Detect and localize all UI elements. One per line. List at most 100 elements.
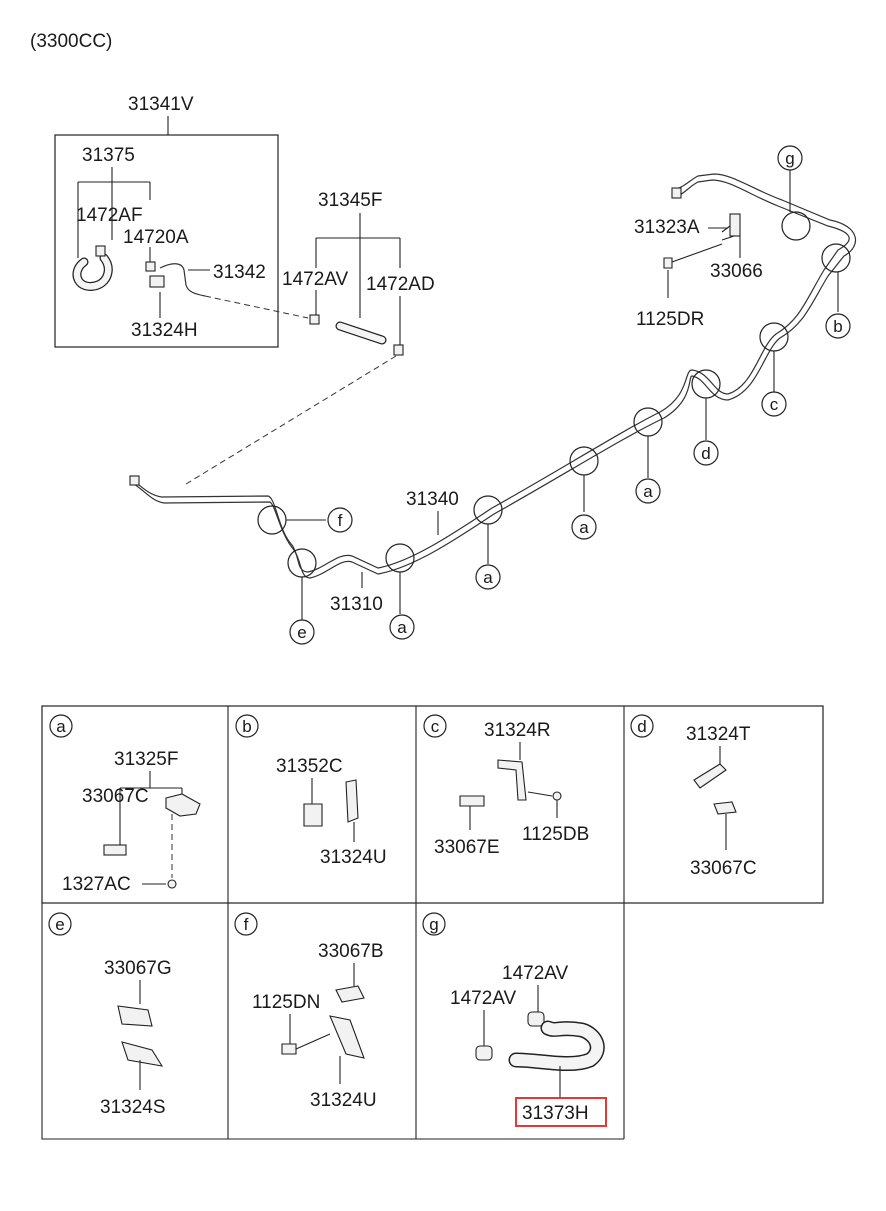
panel-a-31325F[interactable]: 31325F <box>114 749 178 770</box>
panel-c-letter: c <box>431 717 440 736</box>
panel-e-letter: e <box>55 915 64 934</box>
callout-b[interactable] <box>825 313 851 339</box>
callout-a1-letter: a <box>397 618 407 637</box>
callout-c-letter: c <box>770 395 779 414</box>
panel-b: b 31352C 31324U <box>235 714 387 868</box>
panel-g-31373H[interactable]: 31373H <box>522 1103 589 1124</box>
panel-d-31324T[interactable]: 31324T <box>686 724 751 745</box>
panel-g-hose[interactable] <box>508 1020 605 1072</box>
panel-d: d 31324T 33067C <box>630 714 757 879</box>
callout-a1[interactable] <box>389 614 415 640</box>
panel-a-33067C[interactable]: 33067C <box>82 786 149 807</box>
label-31341V[interactable]: 31341V <box>128 94 194 115</box>
callout-d[interactable] <box>693 440 719 466</box>
panel-d-33067C[interactable]: 33067C <box>690 858 757 879</box>
label-33066[interactable]: 33066 <box>710 261 763 282</box>
callout-e[interactable] <box>289 619 315 645</box>
panel-b-31352C[interactable]: 31352C <box>276 756 343 777</box>
panel-c-31324R[interactable]: 31324R <box>484 720 551 741</box>
label-1472AD[interactable]: 1472AD <box>366 274 435 295</box>
panel-e-33067G[interactable]: 33067G <box>104 958 172 979</box>
callout-a3-letter: a <box>579 518 589 537</box>
detail-a3 <box>569 446 599 476</box>
panel-c-bolt[interactable] <box>552 791 562 801</box>
panel-c-33067E[interactable]: 33067E <box>434 837 500 858</box>
clamp-14720A[interactable] <box>145 261 156 272</box>
detail-d <box>691 369 721 399</box>
label-31324H[interactable]: 31324H <box>131 320 198 341</box>
label-1472AF[interactable]: 1472AF <box>76 205 143 226</box>
detail-g <box>781 211 811 241</box>
detail-b <box>821 243 851 273</box>
panel-b-clip[interactable] <box>303 803 323 827</box>
panel-c: c 31324R 1125DB 33067E <box>423 714 589 858</box>
panel-f: f 33067B 1125DN 31324U <box>234 912 384 1111</box>
callout-g-letter: g <box>785 149 794 168</box>
main-tube-route[interactable] <box>129 173 857 579</box>
connector-left <box>129 475 140 486</box>
panel-c-bracket[interactable] <box>497 759 527 801</box>
clamp-1472AD[interactable] <box>393 344 404 356</box>
panel-a-clip[interactable] <box>103 844 127 856</box>
panel-f-1125DN[interactable]: 1125DN <box>252 992 320 1013</box>
panel-d-clip[interactable] <box>713 801 737 815</box>
panel-a-letter: a <box>56 717 66 736</box>
detail-grid <box>41 705 824 1140</box>
engine-label: (3300CC) <box>30 31 112 52</box>
panel-b-bracket[interactable] <box>345 779 359 823</box>
panel-c-clip[interactable] <box>459 795 485 807</box>
panel-a-bracket[interactable] <box>165 793 201 817</box>
panel-e-bracket[interactable] <box>121 1041 164 1067</box>
callout-f-letter: f <box>338 511 343 530</box>
label-31340[interactable]: 31340 <box>406 489 459 510</box>
tube-31342[interactable] <box>159 263 206 297</box>
panel-f-bracket[interactable] <box>329 1015 365 1059</box>
panel-c-1125DB[interactable]: 1125DB <box>522 824 589 845</box>
clamp-1472AF[interactable] <box>95 245 106 257</box>
panel-a-nut[interactable] <box>167 879 177 889</box>
detail-e <box>287 548 317 578</box>
label-14720A[interactable]: 14720A <box>123 227 189 248</box>
label-31310[interactable]: 31310 <box>330 594 383 615</box>
label-31323A[interactable]: 31323A <box>634 217 700 238</box>
panel-e-clip[interactable] <box>117 1005 153 1027</box>
hose-31375[interactable] <box>72 253 113 291</box>
label-31375[interactable]: 31375 <box>82 145 135 166</box>
callout-f[interactable] <box>327 507 353 533</box>
clamp-1472AV-top[interactable] <box>309 314 320 325</box>
bracket-31324H[interactable] <box>149 275 165 288</box>
label-31345F[interactable]: 31345F <box>318 190 382 211</box>
label-31342[interactable]: 31342 <box>213 262 266 283</box>
callout-a4[interactable] <box>635 478 661 504</box>
label-1472AV-top[interactable]: 1472AV <box>282 269 349 290</box>
callout-d-letter: d <box>701 444 710 463</box>
callout-g[interactable] <box>777 145 803 171</box>
panel-g-highlight-box <box>515 1097 607 1127</box>
panel-f-clip[interactable] <box>335 985 365 1003</box>
bracket-31323A[interactable] <box>729 213 741 237</box>
callout-a4-letter: a <box>643 482 653 501</box>
panel-b-31324U[interactable]: 31324U <box>320 847 387 868</box>
panel-g-1472AV-b[interactable]: 1472AV <box>450 988 517 1009</box>
callout-c[interactable] <box>761 391 787 417</box>
panel-g-clamp-a[interactable] <box>527 1011 545 1027</box>
detail-a2 <box>473 495 503 525</box>
callout-a3[interactable] <box>571 514 597 540</box>
panel-g-1472AV-a[interactable]: 1472AV <box>502 963 569 984</box>
panel-d-bracket[interactable] <box>693 763 727 789</box>
panel-a-1327AC[interactable]: 1327AC <box>62 874 131 895</box>
callout-a2[interactable] <box>475 564 501 590</box>
panel-f-31324U[interactable]: 31324U <box>310 1090 377 1111</box>
panel-g-clamp-b[interactable] <box>475 1045 493 1061</box>
hose-31345F[interactable] <box>335 321 387 345</box>
kit-box <box>54 134 279 348</box>
label-1125DR[interactable]: 1125DR <box>636 309 704 330</box>
panel-f-33067B[interactable]: 33067B <box>318 941 384 962</box>
panel-e-31324S[interactable]: 31324S <box>100 1097 166 1118</box>
detail-a4 <box>633 407 663 437</box>
panel-f-bolt[interactable] <box>281 1043 297 1055</box>
panel-b-letter: b <box>242 717 251 736</box>
panel-g: g 1472AV 1472AV 31373H <box>422 912 607 1127</box>
bolt-1125DR[interactable] <box>663 257 673 269</box>
callout-b-letter: b <box>833 317 842 336</box>
